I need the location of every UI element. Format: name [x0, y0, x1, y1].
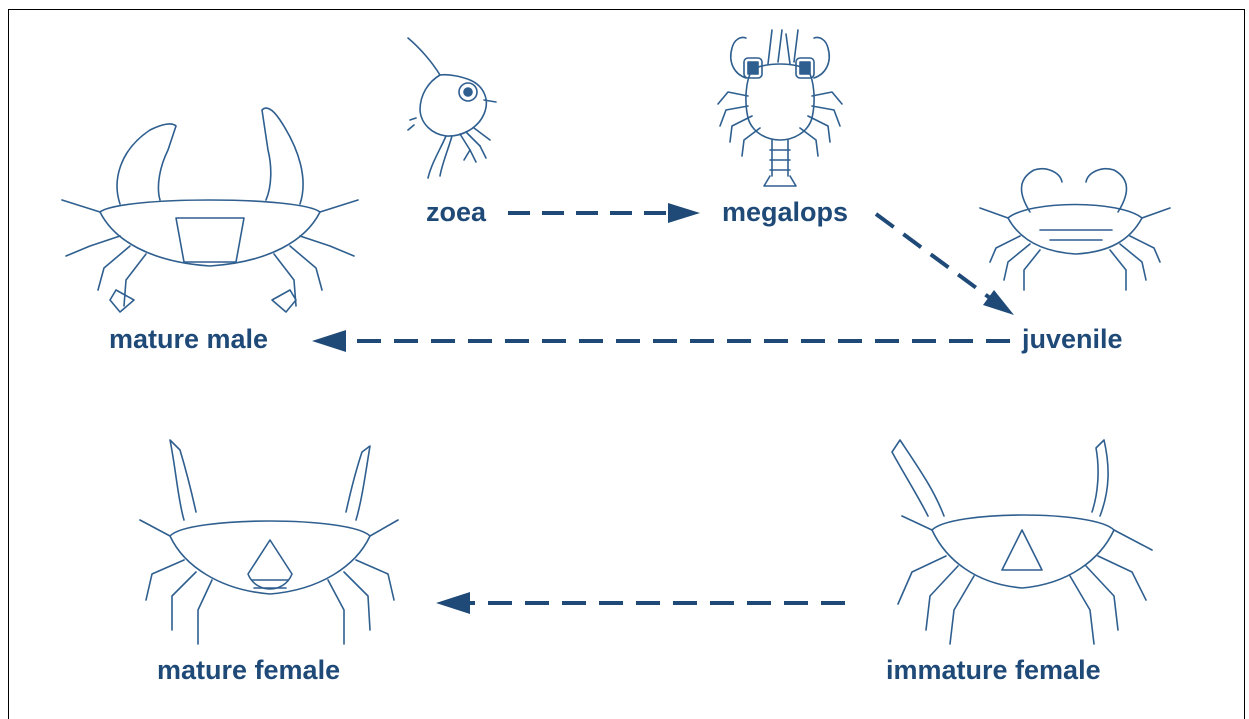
label-megalops: megalops	[722, 199, 848, 226]
mature-female-illustration	[140, 440, 398, 644]
zoea-illustration	[408, 38, 496, 178]
arrow-zoea-to-megalops	[508, 203, 700, 223]
label-zoea: zoea	[426, 199, 486, 226]
megalops-illustration	[718, 30, 842, 186]
immature-female-illustration	[892, 440, 1152, 644]
label-mature-male: mature male	[109, 326, 268, 353]
arrow-immature-to-mature-female	[436, 592, 845, 614]
mature-male-illustration	[62, 108, 358, 312]
label-immature-female: immature female	[886, 657, 1101, 684]
label-juvenile: juvenile	[1022, 326, 1123, 353]
juvenile-illustration	[980, 169, 1170, 290]
label-mature-female: mature female	[157, 657, 340, 684]
arrow-juvenile-to-mature-male	[312, 330, 1010, 352]
arrow-megalops-to-juvenile	[876, 214, 1014, 315]
